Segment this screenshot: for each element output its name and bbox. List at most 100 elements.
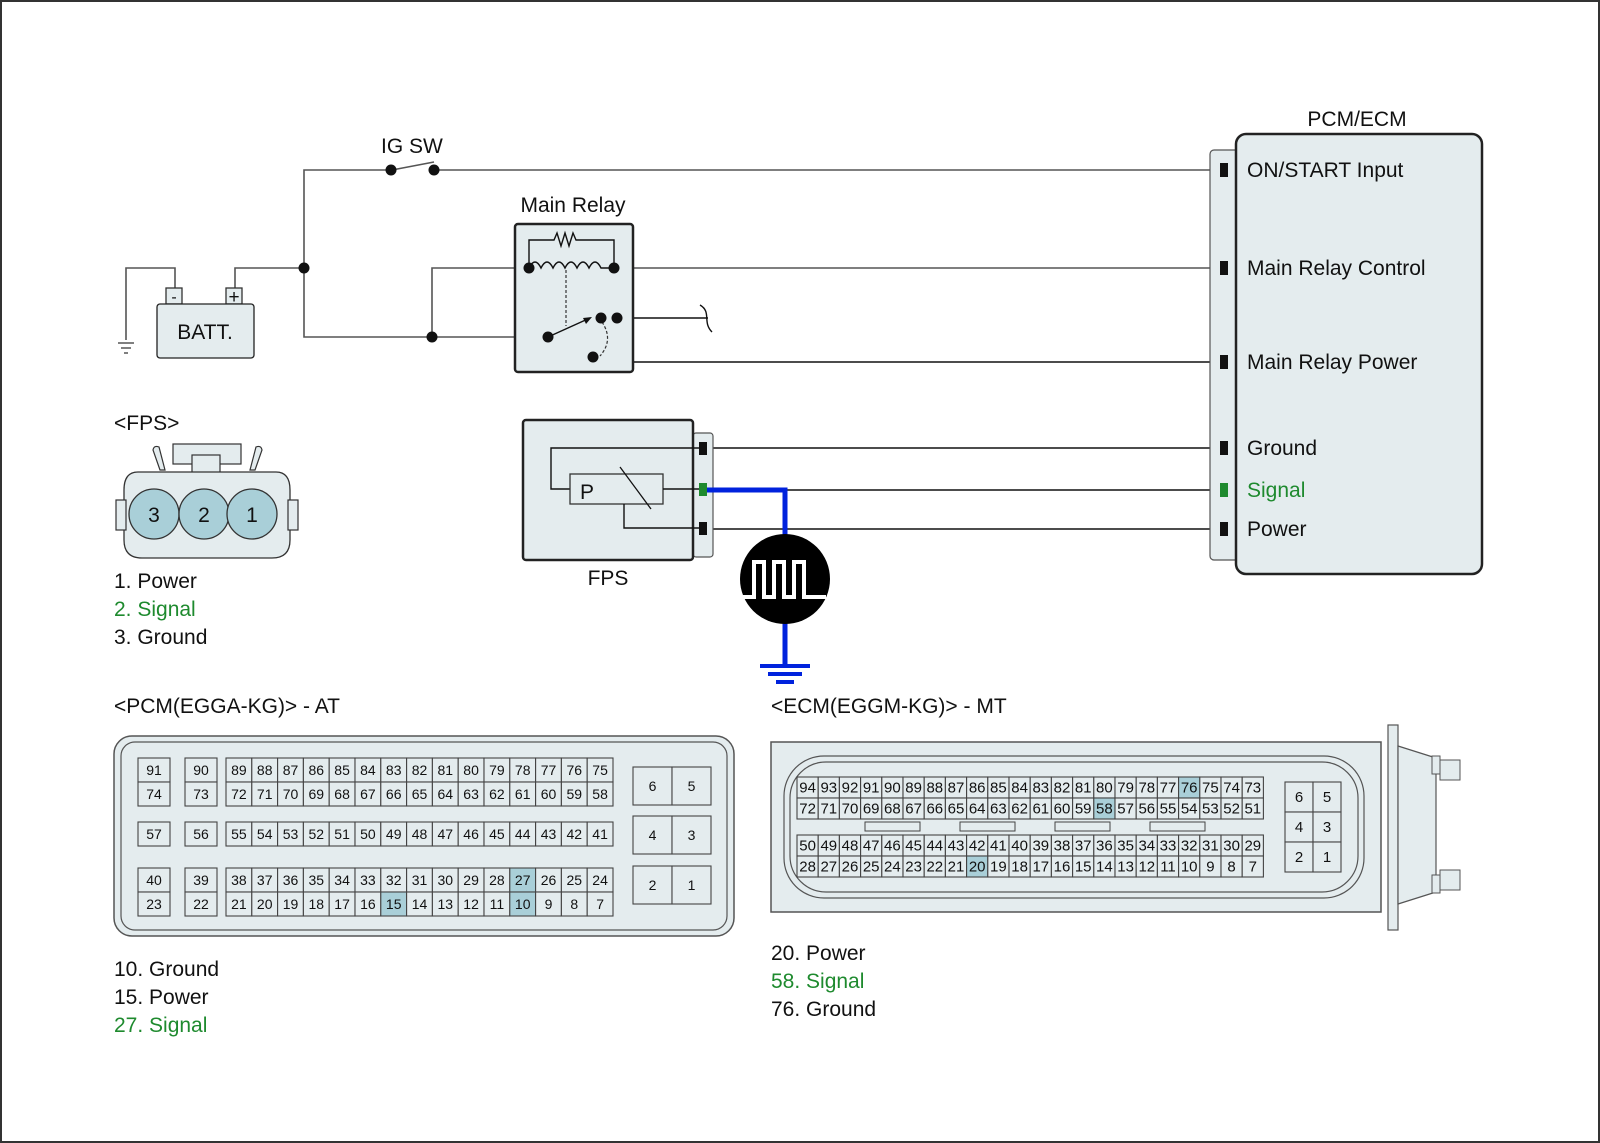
connector-pin: 78: [509, 757, 537, 783]
pin-number: 50: [360, 826, 376, 842]
connector-pin: 91: [860, 776, 883, 799]
pin-number: 4: [649, 827, 657, 843]
pin-number: 91: [863, 780, 880, 797]
pin-number: 60: [1054, 801, 1071, 818]
pin-number: 78: [515, 762, 531, 778]
connector-pin: 31: [1199, 834, 1222, 857]
pin-number: 39: [1032, 838, 1049, 855]
connector-pin: 14: [406, 891, 433, 917]
pin-number: 12: [1138, 859, 1155, 876]
pin-number: 57: [146, 826, 162, 842]
fps-connector-title: <FPS>: [114, 412, 179, 435]
pin-number: 43: [948, 838, 965, 855]
connector-pin: 92: [838, 776, 862, 799]
pin-number: 56: [1138, 801, 1155, 818]
battery-ground-wire: [125, 267, 176, 340]
module-pin-power: Power: [1220, 518, 1307, 541]
pin-number: 80: [1096, 780, 1113, 797]
connector-pin: 58: [586, 781, 614, 807]
pin-number: 83: [386, 762, 402, 778]
pin-number: 42: [567, 826, 583, 842]
pin-number: 86: [969, 780, 986, 797]
pressure-element-label: P: [580, 481, 594, 504]
connector-pin: 53: [277, 821, 304, 847]
pin-number: 21: [231, 896, 247, 912]
pin-number: 54: [257, 826, 273, 842]
connector-pin: 76: [1178, 776, 1201, 799]
pin-number: 34: [334, 872, 350, 888]
battery-positive-wire: [234, 267, 304, 295]
pin-number: 58: [592, 786, 608, 802]
pin-number: 71: [820, 801, 837, 818]
pin-number: 89: [905, 780, 922, 797]
pin-number: 46: [463, 826, 479, 842]
connector-pin: 36: [1093, 834, 1116, 857]
connector-pin: 89: [902, 776, 925, 799]
pin-number: 41: [592, 826, 608, 842]
connector-pin: 75: [586, 757, 614, 783]
pin-number: 92: [842, 780, 859, 797]
pin-number: 61: [1032, 801, 1049, 818]
connector-pin: 59: [1072, 797, 1095, 820]
pin-number: 59: [567, 786, 583, 802]
connector-pin: 54: [1178, 797, 1201, 820]
pin-number: 23: [905, 859, 922, 876]
pin-number: 26: [541, 872, 557, 888]
pin-number: 88: [926, 780, 943, 797]
connector-pin: 74: [137, 781, 171, 807]
connector-pin: 55: [1156, 797, 1180, 820]
fps-connector-pin: 1: [226, 488, 278, 540]
pin-number: 69: [863, 801, 880, 818]
connector-pin: 51: [328, 821, 356, 847]
pin-number: 44: [926, 838, 943, 855]
connector-pin: 72: [225, 781, 253, 807]
pin-number: 29: [1244, 838, 1261, 855]
pin-number: 63: [463, 786, 479, 802]
connector-pin: 6: [1284, 781, 1314, 813]
ecm-connector-title: <ECM(EGGM-KG)> - MT: [771, 695, 1007, 718]
pin-legend-item: 27. Signal: [114, 1014, 207, 1037]
pin-number: 7: [596, 896, 604, 912]
connector-pin: 10: [509, 891, 537, 917]
wire-break-symbol: [699, 304, 713, 333]
connector-pin: 34: [328, 867, 356, 893]
pin-number: 73: [1244, 780, 1261, 797]
connector-pin: 41: [987, 834, 1010, 857]
connector-pin: 69: [860, 797, 883, 820]
connector-pin: 20: [251, 891, 279, 917]
pin-number: 73: [193, 786, 209, 802]
connector-pin: 82: [1050, 776, 1074, 799]
connector-pin: 23: [902, 855, 925, 878]
connector-pin: 90: [881, 776, 904, 799]
connector-pin: 64: [966, 797, 989, 820]
connector-pin: 73: [1241, 776, 1264, 799]
connector-pin: 17: [328, 891, 356, 917]
fps-sensor: P FPS: [521, 418, 714, 590]
pin-legend-item: 2. Signal: [114, 598, 196, 621]
connector-pin: 70: [277, 781, 304, 807]
connector-pin: 29: [1241, 834, 1264, 857]
pin-number: 75: [1202, 780, 1219, 797]
connector-pin: 93: [817, 776, 840, 799]
ig-feed-wire: [303, 169, 392, 268]
main-relay-label: Main Relay: [520, 194, 626, 217]
connector-pin: 11: [483, 891, 511, 917]
connector-pin: 14: [1093, 855, 1116, 878]
connector-pin: 33: [1156, 834, 1180, 857]
pin-number: 32: [1181, 838, 1198, 855]
connector-pin: 63: [987, 797, 1010, 820]
pin-number: 18: [1011, 859, 1028, 876]
pin-number: 74: [146, 786, 162, 802]
pin-number: 35: [309, 872, 325, 888]
pin-number: 2: [649, 877, 657, 893]
main-relay: Main Relay: [513, 194, 635, 374]
connector-pin: 7: [586, 891, 614, 917]
fps-connector-pin: 2: [178, 488, 230, 540]
connector-pin: 9: [1199, 855, 1222, 878]
connector-pin: 39: [184, 867, 218, 893]
pin-legend-item: 15. Power: [114, 986, 209, 1009]
pin-number: 37: [1075, 838, 1092, 855]
battery-positive-terminal: +: [228, 287, 239, 308]
